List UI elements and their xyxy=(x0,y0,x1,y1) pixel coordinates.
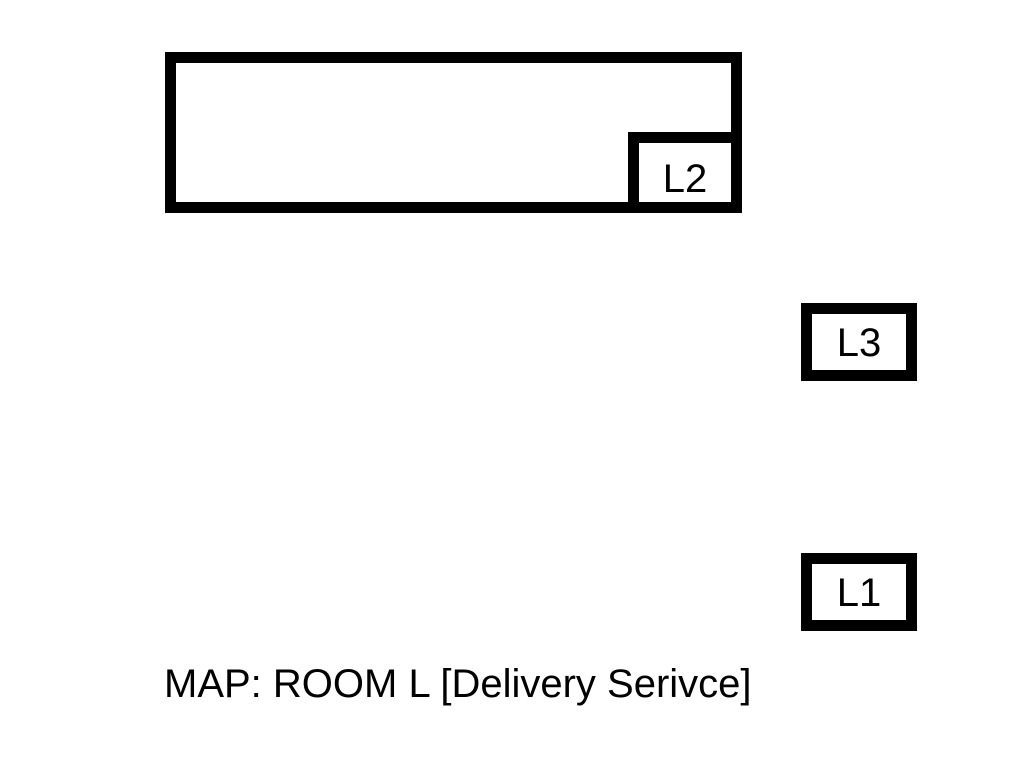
zone-label-l1: L1 xyxy=(837,571,882,615)
zone-label-l2: L2 xyxy=(663,157,708,201)
map-caption: MAP: ROOM L [Delivery Serivce] xyxy=(164,662,752,706)
zone-box-l3 xyxy=(801,303,917,381)
zone-box-l1 xyxy=(801,553,917,631)
room-l-group: L2 xyxy=(165,52,742,213)
zone-label-l3: L3 xyxy=(837,321,882,365)
zone-l2-partition xyxy=(628,132,737,208)
room-l-outline xyxy=(165,52,742,213)
zone-l1-group: L1 xyxy=(801,553,917,631)
zone-l3-group: L3 xyxy=(801,303,917,381)
